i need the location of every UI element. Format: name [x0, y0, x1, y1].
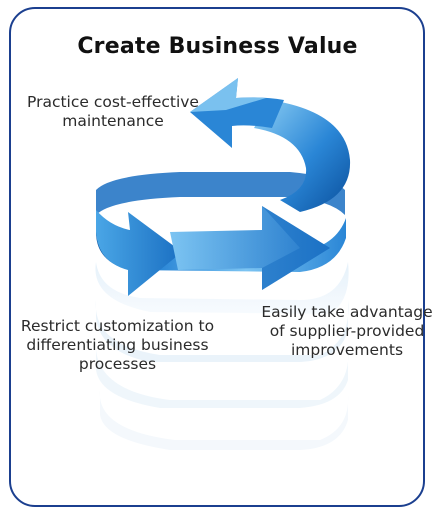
ghost-ring-2	[95, 300, 349, 362]
ghost-ring-3	[95, 340, 349, 408]
top-sweep-arrow	[254, 100, 351, 212]
label-supplier-improvements: Easily take advantage of supplier-provid…	[261, 303, 433, 359]
ghost-ring-4	[99, 390, 349, 450]
label-restrict-customization: Restrict customization to differentiatin…	[20, 317, 215, 373]
left-band-arrow	[96, 210, 182, 296]
cycle-graphic	[95, 78, 351, 450]
top-arrowhead-highlight	[190, 78, 266, 112]
ghost-ring-1	[95, 262, 349, 314]
right-band-arrow-shadow	[262, 206, 330, 290]
ring-band-back	[96, 172, 345, 215]
label-maintenance: Practice cost-effective maintenance	[27, 93, 199, 130]
diagram-title: Create Business Value	[77, 34, 358, 59]
ghost-ring-group	[95, 262, 349, 450]
